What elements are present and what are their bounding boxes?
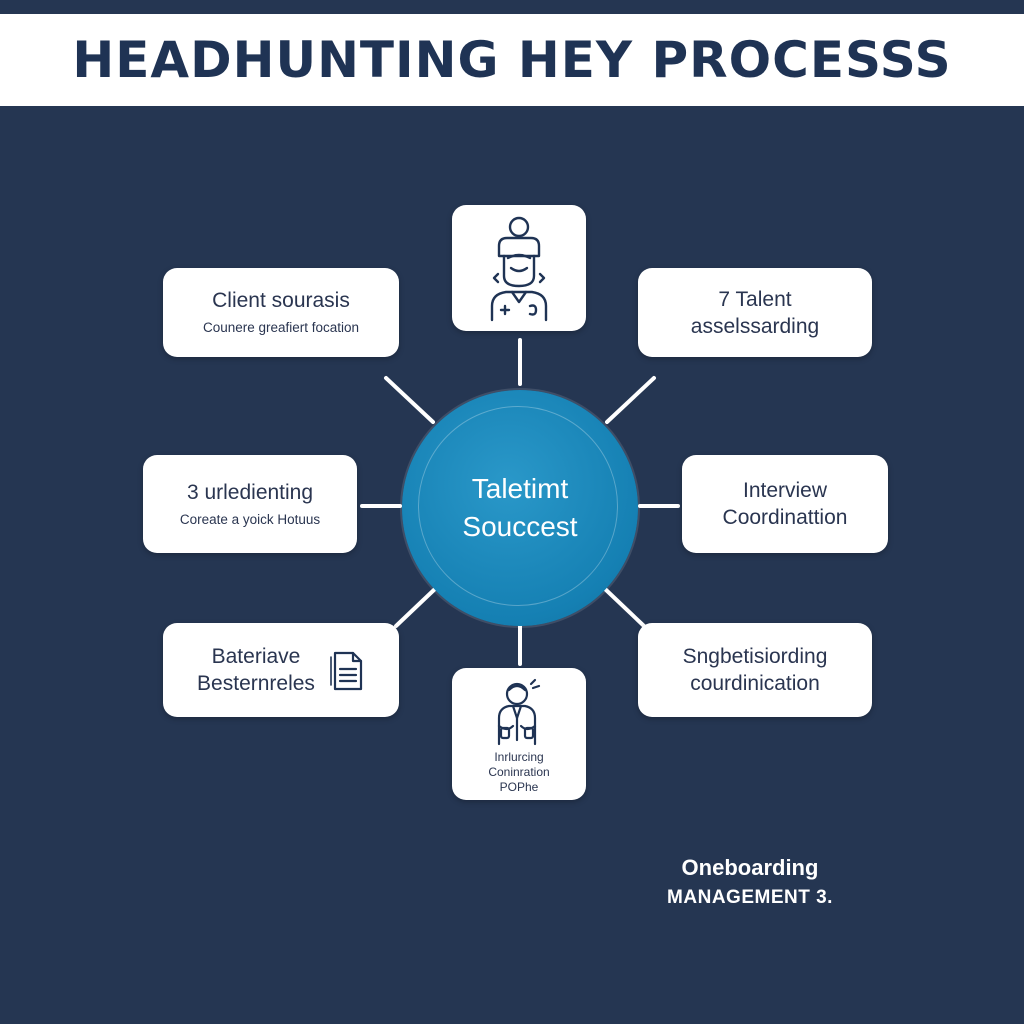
connector-bottom-right [602, 586, 646, 628]
title-banner: HEADHUNTING HEY PROCESSS [0, 14, 1024, 106]
presenter-icon [497, 678, 541, 745]
document-icon [330, 651, 363, 691]
node-talent-assessment-line1: 7 Talent [718, 287, 792, 311]
node-recruiting-subtitle: Coreate a yoick Hotuus [179, 511, 321, 527]
connector-bottom-left [394, 586, 438, 628]
node-onboarding-coordination: Sngbetisiording courdinication [638, 623, 872, 717]
recruiter-candidate-icon [490, 216, 548, 322]
node-interview-coordination: Interview Coordinattion [682, 455, 888, 553]
node-introducing-line3: POPhe [499, 779, 539, 794]
node-interview-coordination-line2: Coordinattion [722, 506, 848, 529]
node-client-sourcing: Client sourasis Counere greafiert focati… [163, 268, 399, 357]
diagram-title: HEADHUNTING HEY PROCESSS [72, 31, 952, 89]
footer-line2: MANAGEMENT 3. [667, 887, 833, 908]
footer-note: Oneboarding MANAGEMENT 3. [620, 852, 880, 912]
node-background-checks-line2: Besternreles [197, 672, 315, 695]
node-background-checks-line1: Bateriave [211, 645, 301, 668]
node-introducing-line2: Coninration [488, 764, 550, 779]
node-talent-assessment-line2: asselssarding [690, 314, 820, 338]
node-recruiting: 3 urledienting Coreate a yoick Hotuus [143, 455, 357, 553]
node-onboarding-coordination-line2: courdinication [690, 672, 820, 695]
node-recruiting-title: 3 urledienting [186, 480, 314, 504]
node-onboarding-coordination-line1: Sngbetisiording [682, 645, 828, 668]
connector-top-left [384, 376, 435, 424]
node-top [452, 205, 586, 331]
center-hub-ring [418, 406, 618, 606]
footer-line1: Oneboarding [681, 855, 819, 880]
node-introducing-line1: Inrlurcing [494, 749, 544, 764]
node-background-checks: Bateriave Besternreles [163, 623, 399, 717]
node-client-sourcing-title: Client sourasis [212, 289, 350, 312]
node-client-sourcing-subtitle: Counere greafiert focation [202, 320, 360, 335]
top-edge [0, 0, 1024, 14]
node-talent-assessment: 7 Talent asselssarding [638, 268, 872, 357]
connector-top-right [605, 376, 656, 424]
node-introducing: Inrlurcing Coninration POPhe [452, 668, 586, 800]
node-interview-coordination-line1: Interview [742, 479, 828, 502]
